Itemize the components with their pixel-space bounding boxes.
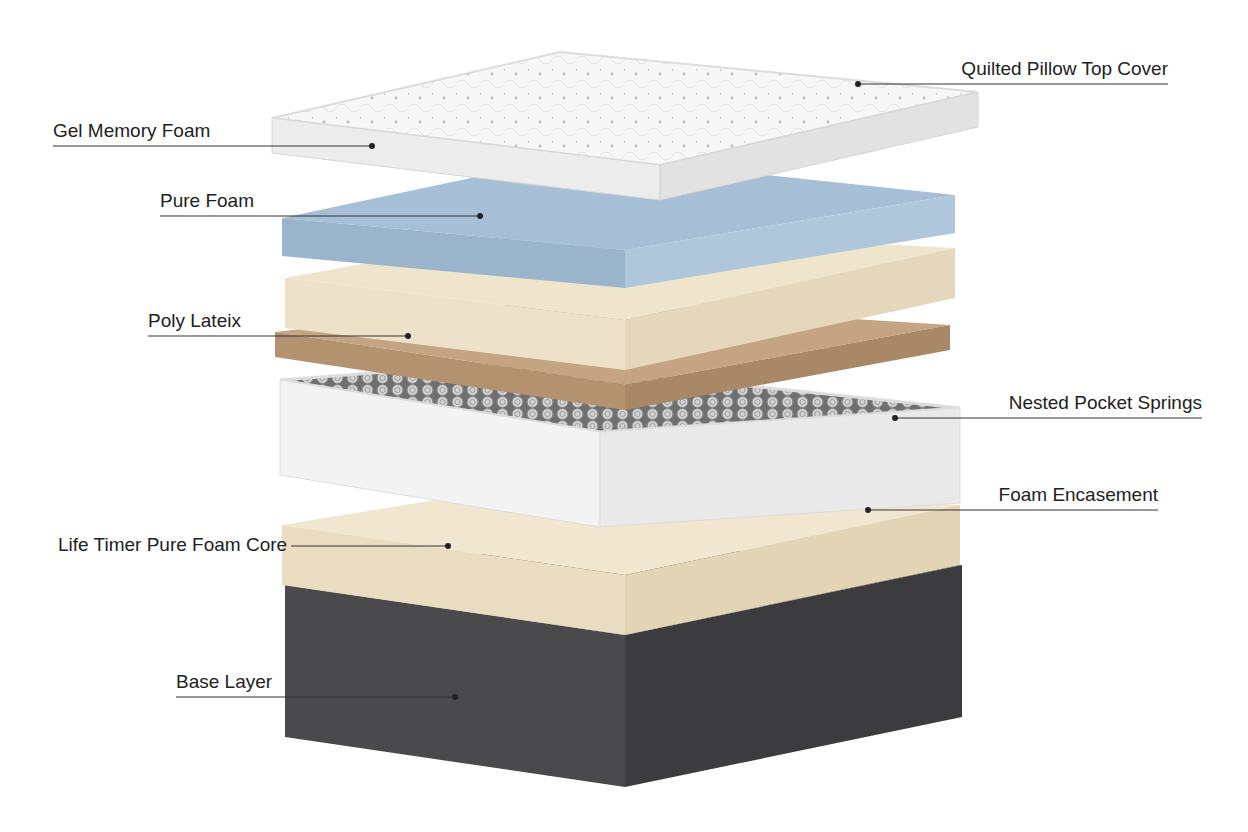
leader-lines [53,81,1202,700]
part-label: Quilted Pillow Top Cover [961,57,1168,81]
leader-dot [405,333,411,339]
part-label: Base Layer [176,670,272,694]
blue-left [282,218,625,288]
leader-dot [865,507,871,513]
core-left [282,525,625,635]
cover-left [272,118,660,200]
leader-line [291,546,448,547]
springs-left [280,380,600,527]
leader-line [868,510,1158,511]
leader-line [53,146,372,147]
leader-line [176,697,455,698]
leader-line [858,84,1168,85]
part-label: Foam Encasement [999,483,1158,507]
blue-right [625,195,955,288]
leader-line [160,216,480,217]
leader-dot [369,143,375,149]
cover-right [660,92,978,200]
part-label: Pure Foam [160,189,254,213]
cream-left [285,278,625,370]
part-label: Gel Memory Foam [53,119,210,143]
core-right [625,505,960,635]
part-label: Poly Lateix [148,309,241,333]
leader-dot [452,694,458,700]
leader-line [895,418,1202,419]
leader-dot [855,81,861,87]
part-label: Life Timer Pure Foam Core [58,533,287,557]
pillow-top-cover [272,52,978,200]
part-label: Nested Pocket Springs [1009,391,1202,415]
leader-dot [445,543,451,549]
leader-line [148,336,408,337]
leader-dot [477,213,483,219]
springs-right [600,408,960,527]
leader-dot [892,415,898,421]
